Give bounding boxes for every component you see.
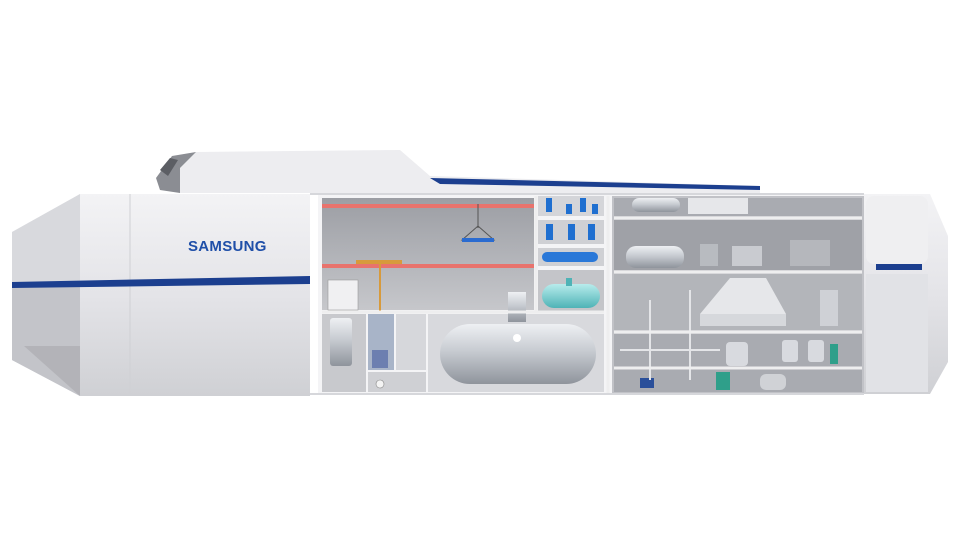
- gas-bottle-racks: [538, 196, 604, 266]
- teal-tank: [542, 284, 600, 308]
- hull-stripe: [12, 276, 310, 288]
- stern-section: [864, 194, 948, 394]
- crane-rail-lower: [322, 264, 534, 268]
- bridge-superstructure: [156, 150, 760, 193]
- bow-section: [12, 194, 310, 396]
- cutaway-interior: [318, 194, 864, 394]
- main-storage-tank: [440, 324, 596, 384]
- brand-logo: SAMSUNG: [188, 238, 267, 255]
- engine-hood: [700, 278, 786, 314]
- crane-rail-upper: [322, 204, 534, 208]
